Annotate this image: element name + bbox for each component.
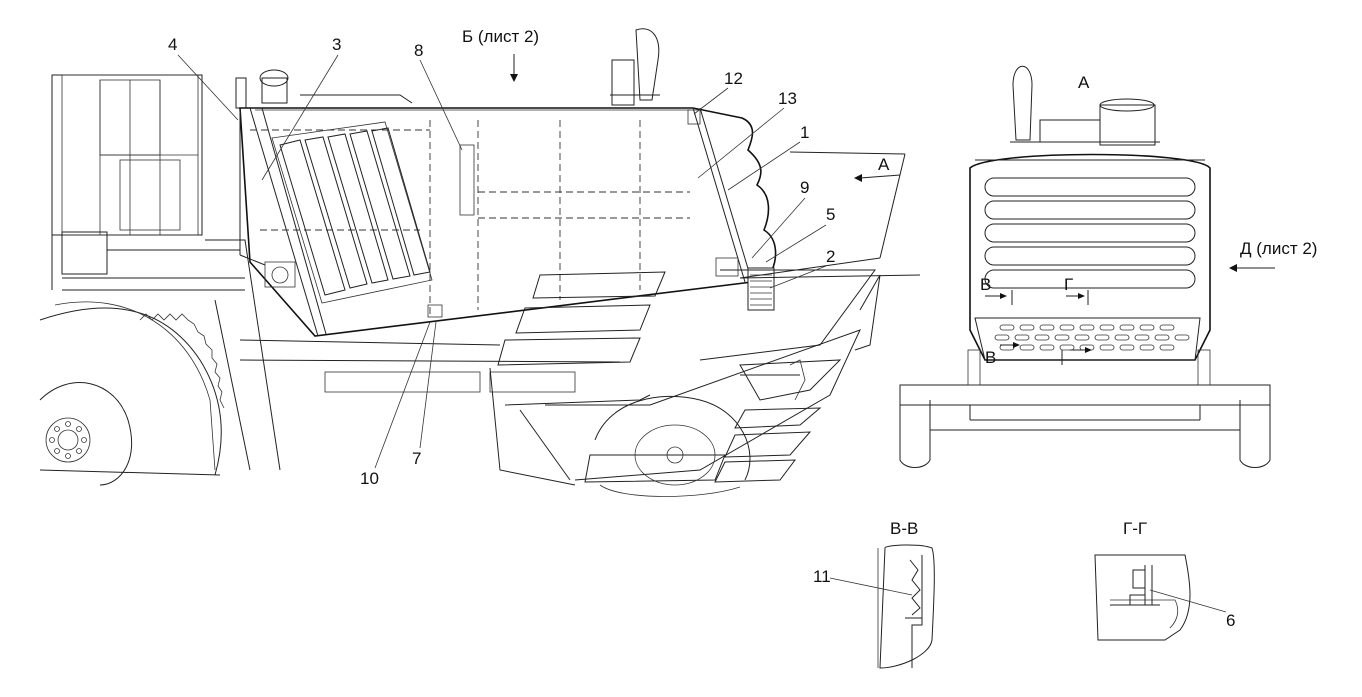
side-view	[39, 28, 921, 497]
fender-panels	[489, 151, 921, 486]
callouts-side-view: 4 3 8 12 13 1 9 5 2 10 7	[168, 35, 835, 488]
callout-8: 8	[414, 41, 423, 60]
callout-6: 6	[1226, 611, 1235, 630]
callout-7: 7	[412, 449, 421, 468]
callout-2: 2	[826, 247, 835, 266]
view-b-indicator: Б (лист 2)	[462, 27, 539, 82]
callout-4: 4	[168, 35, 177, 54]
view-b-label: Б (лист 2)	[462, 27, 539, 46]
view-d-label: Д (лист 2)	[1240, 239, 1317, 258]
front-view-a: А	[899, 65, 1271, 468]
callout-1: 1	[800, 123, 809, 142]
hood	[239, 107, 777, 337]
cut-g-label: Г	[1064, 275, 1073, 294]
callout-5: 5	[826, 205, 835, 224]
section-g-g: Г-Г 6	[1094, 519, 1235, 641]
section-g-title: Г-Г	[1123, 519, 1147, 538]
callout-3: 3	[332, 35, 341, 54]
callout-9: 9	[800, 178, 809, 197]
view-a-title: А	[1078, 73, 1090, 92]
callout-13: 13	[778, 89, 797, 108]
callout-11: 11	[813, 567, 831, 586]
front-wheel	[39, 301, 225, 486]
section-v-title: В-В	[890, 519, 918, 538]
view-a-arrow-label: А	[878, 155, 890, 174]
view-a-indicator: А	[854, 155, 901, 182]
callout-10: 10	[360, 469, 379, 488]
grille-louvres	[271, 121, 433, 304]
cab-frame	[51, 74, 203, 290]
cut-v-top-label: В	[980, 275, 991, 294]
cut-v-bottom-label: В	[985, 348, 996, 367]
callout-12: 12	[724, 69, 743, 88]
view-d-indicator: Д (лист 2)	[1229, 239, 1317, 272]
rear-wheel	[594, 395, 751, 497]
section-v-v: В-В 11	[813, 519, 935, 669]
lower-grille-slots	[994, 324, 1190, 351]
